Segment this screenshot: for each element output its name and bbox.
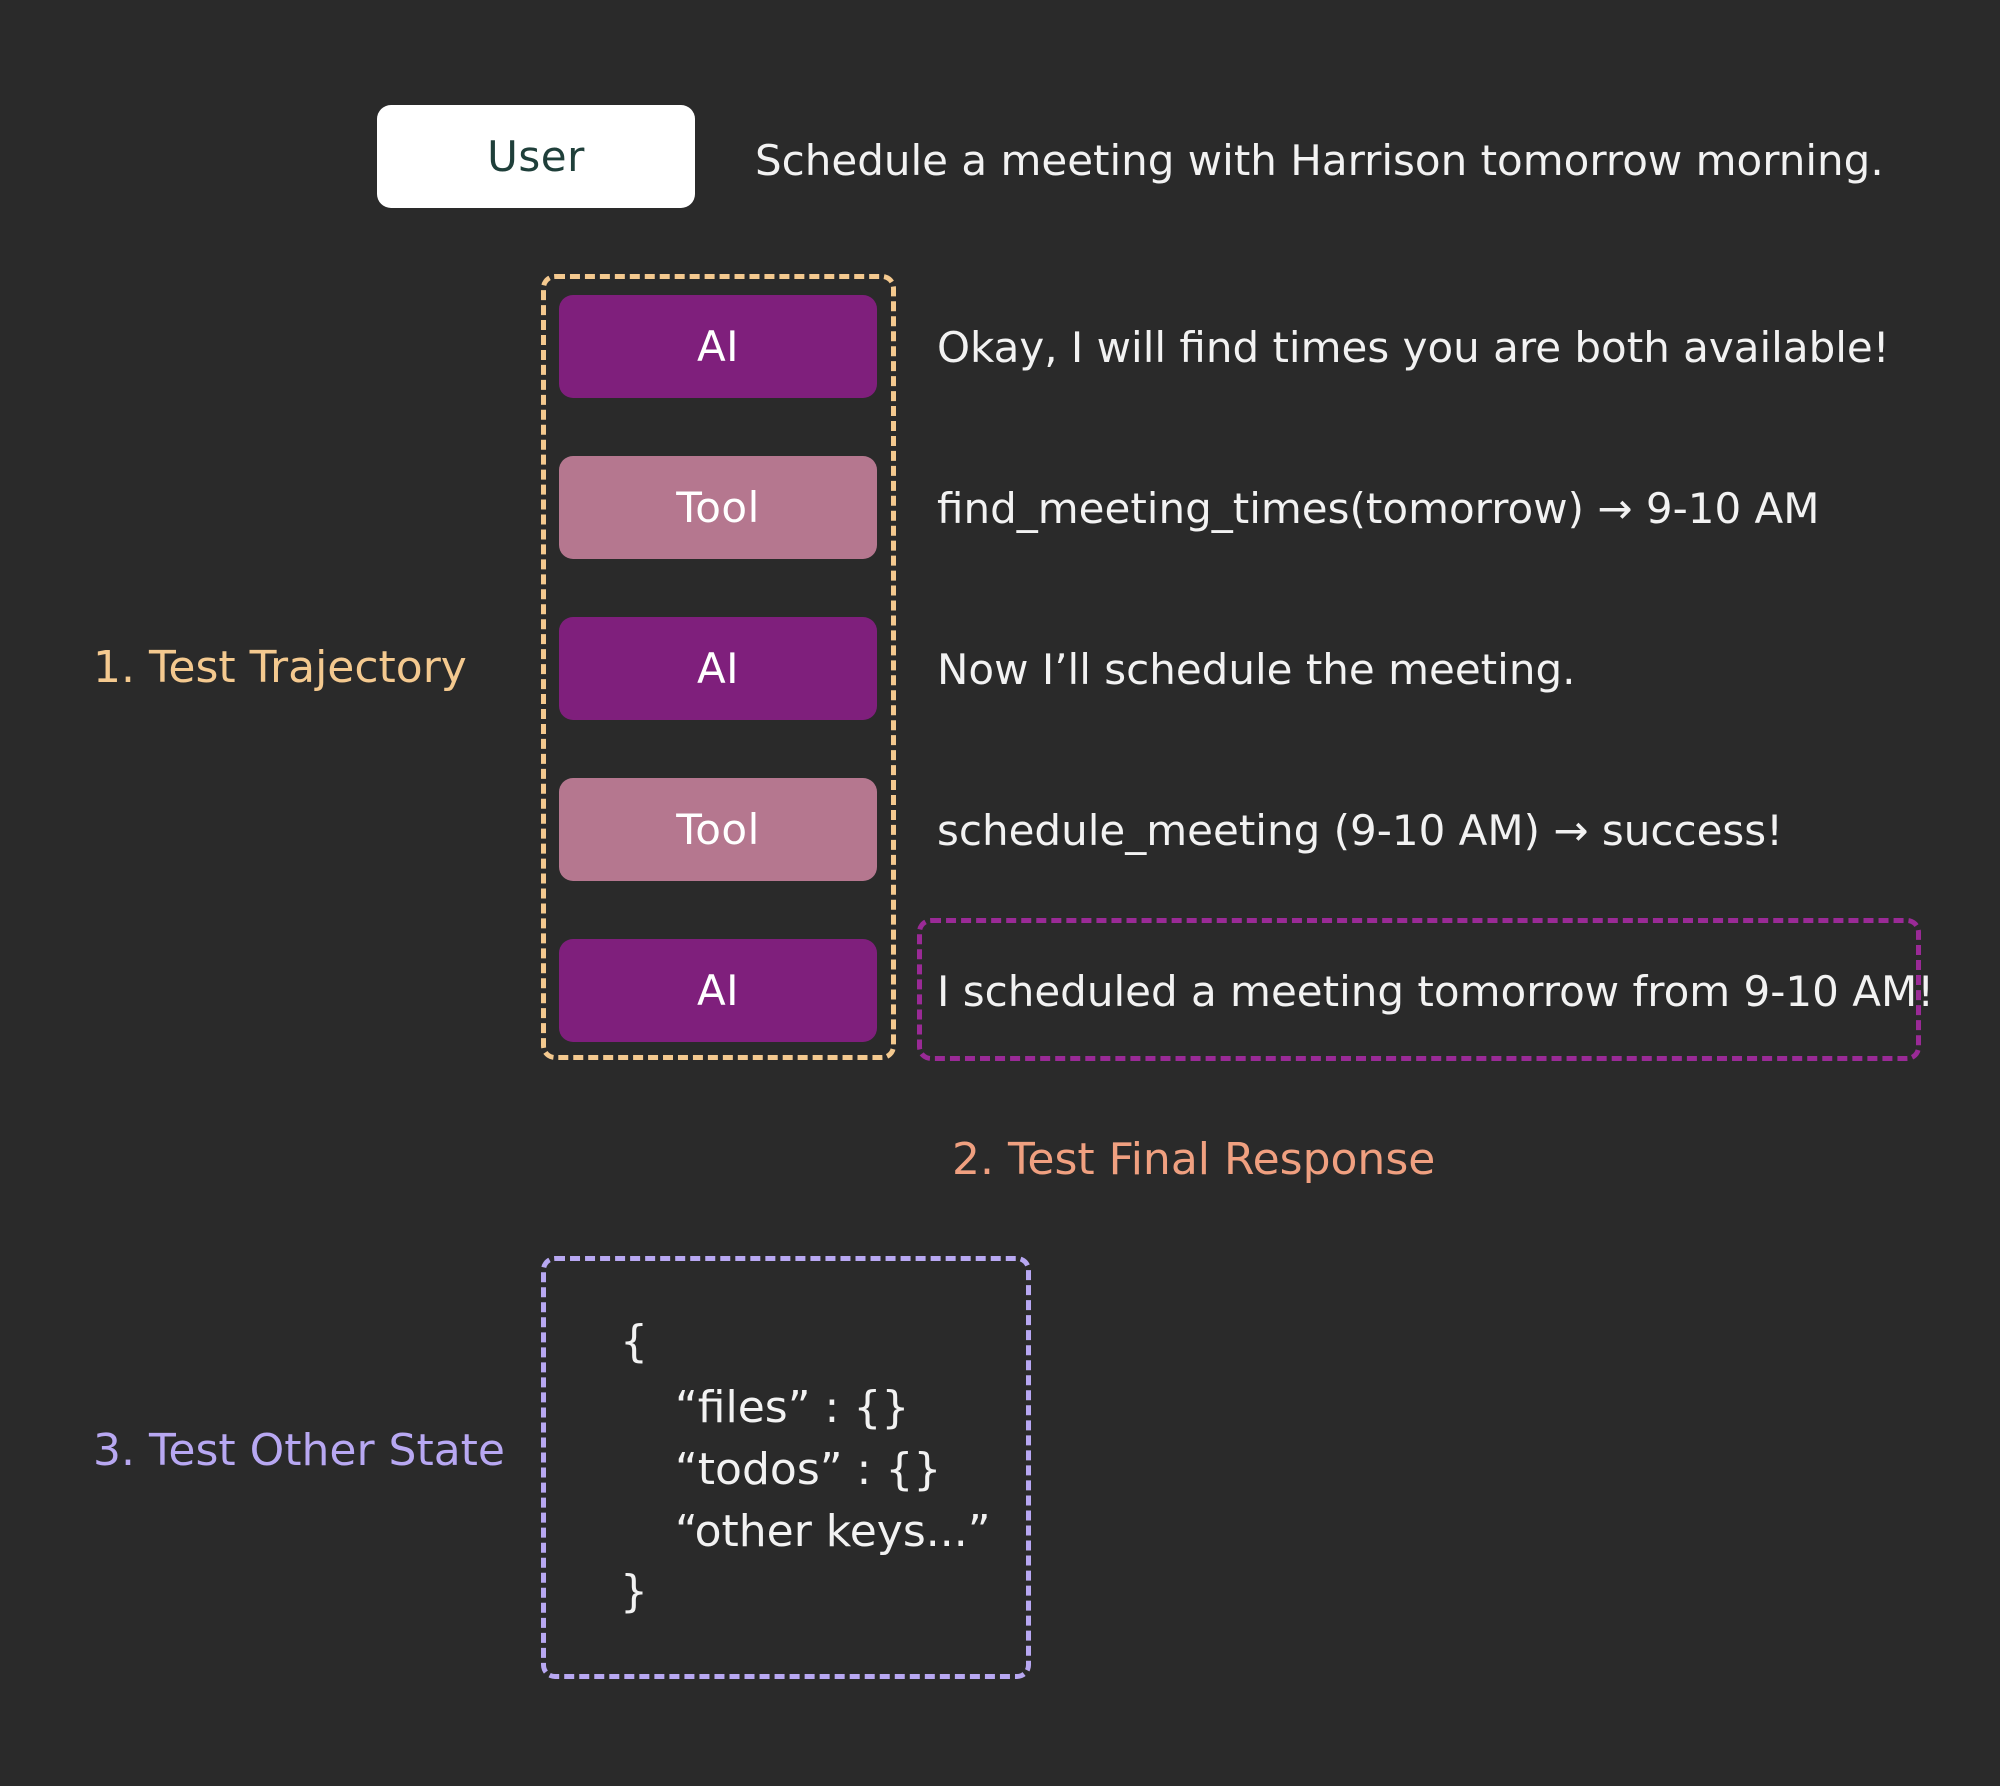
trajectory-message: Okay, I will find times you are both ava… <box>937 323 1890 372</box>
ai-role-pill: AI <box>559 295 877 398</box>
user-message: Schedule a meeting with Harrison tomorro… <box>755 136 1884 185</box>
tool-role-pill: Tool <box>559 456 877 559</box>
test-trajectory-label: 1. Test Trajectory <box>93 642 467 693</box>
trajectory-message: schedule_meeting (9-10 AM) → success! <box>937 806 1784 855</box>
json-close-brace: } <box>620 1566 648 1617</box>
trajectory-box <box>541 274 896 1060</box>
json-other-keys: “other keys...” <box>675 1506 991 1557</box>
role-label: Tool <box>676 805 760 854</box>
role-label: AI <box>696 322 740 371</box>
role-label: Tool <box>676 483 760 532</box>
test-other-state-label: 3. Test Other State <box>93 1425 505 1476</box>
json-todos-key: “todos” : {} <box>675 1444 942 1495</box>
tool-role-pill: Tool <box>559 778 877 881</box>
final-response-box <box>917 918 1921 1061</box>
ai-role-pill: AI <box>559 617 877 720</box>
json-files-key: “files” : {} <box>675 1382 910 1433</box>
role-label: AI <box>696 966 740 1015</box>
ai-role-pill: AI <box>559 939 877 1042</box>
final-response-message: I scheduled a meeting tomorrow from 9-10… <box>937 967 1935 1016</box>
test-final-response-label: 2. Test Final Response <box>952 1134 1436 1185</box>
trajectory-message: Now I’ll schedule the meeting. <box>937 645 1576 694</box>
trajectory-message: find_meeting_times(tomorrow) → 9-10 AM <box>937 484 1820 533</box>
role-label: AI <box>696 644 740 693</box>
user-role-label: User <box>487 132 585 181</box>
user-role-pill: User <box>377 105 695 208</box>
other-state-box <box>541 1256 1031 1679</box>
json-open-brace: { <box>620 1316 648 1367</box>
